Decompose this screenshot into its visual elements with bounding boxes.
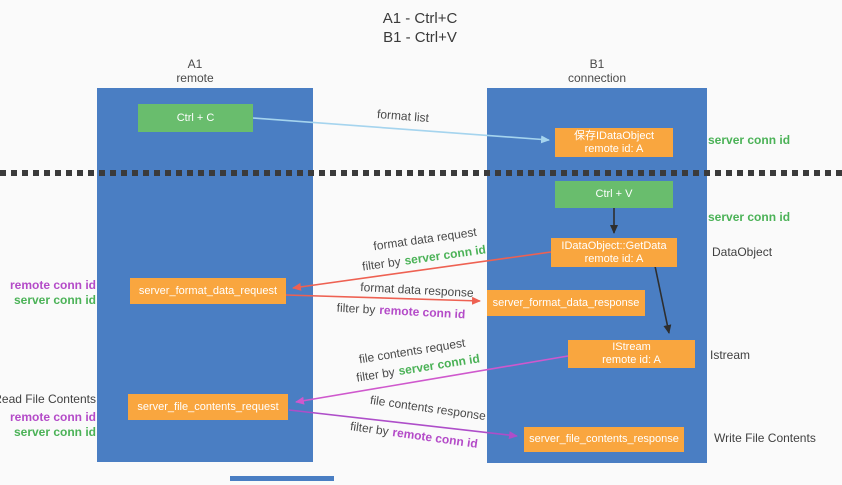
getdata-title: IDataObject::GetData (561, 239, 667, 252)
remote-conn-id-label-format: remote conn id (9, 278, 96, 292)
ctrl-v-label: Ctrl + V (595, 188, 633, 200)
dotted-separator-line (0, 170, 842, 176)
horizontal-scrollbar-thumb[interactable] (230, 476, 334, 481)
lane-b-role: connection (567, 71, 627, 85)
ctrl-c-box: Ctrl + C (138, 104, 253, 132)
lane-a-role: remote (176, 71, 214, 85)
server-file-contents-response-box: server_file_contents_response (524, 427, 684, 452)
server-format-data-request-box: server_format_data_request (130, 278, 286, 304)
format-conn-id-labels: remote conn id server conn id (10, 278, 96, 308)
lane-b-header: B1 connection (517, 57, 677, 85)
filter-by-text: filter by (355, 364, 396, 385)
write-file-contents-label: Write File Contents (714, 431, 816, 445)
filter-remote-conn-id: remote conn id (378, 302, 466, 322)
dataobject-label: DataObject (712, 245, 773, 259)
title-line-b1: B1 - Ctrl+V (383, 29, 457, 46)
save-dataobject-box: 保存IDataObject remote id: A (555, 128, 673, 157)
file-contents-response-label: file contents response (369, 392, 487, 424)
lane-a-header: A1 remote (115, 57, 275, 85)
ctrl-v-box: Ctrl + V (555, 181, 673, 208)
istream-remote-id: remote id: A (602, 354, 661, 366)
server-conn-id-label-mid: server conn id (708, 210, 791, 224)
getdata-box: IDataObject::GetData remote id: A (551, 238, 677, 267)
server-conn-id-label-format: server conn id (13, 293, 96, 307)
lane-a-name: A1 (187, 57, 203, 71)
server-format-data-response-box: server_format_data_response (487, 290, 645, 316)
save-dataobject-remote-id: remote id: A (584, 142, 644, 155)
filter-by-text: filter by (349, 419, 390, 439)
filter-by-text: filter by (361, 254, 402, 274)
read-file-contents-label: Read File Contents (0, 392, 96, 406)
server-format-data-request-label: server_format_data_request (138, 284, 278, 297)
server-file-contents-request-box: server_file_contents_request (128, 394, 288, 420)
remote-conn-id-label-file: remote conn id (9, 410, 96, 424)
diagram-title: A1 - Ctrl+C B1 - Ctrl+V (325, 9, 515, 47)
istream-side-label: Istream (710, 348, 751, 362)
ctrl-c-label: Ctrl + C (176, 111, 215, 124)
filter-remote-conn-id: remote conn id (391, 425, 479, 451)
getdata-remote-id: remote id: A (584, 252, 644, 265)
istream-box: IStream remote id: A (568, 340, 695, 368)
format-list-label: format list (376, 106, 430, 126)
format-data-response-label: format data response (360, 280, 474, 300)
server-format-data-response-label: server_format_data_response (492, 296, 640, 309)
file-conn-id-labels: Read File Contents remote conn id server… (0, 392, 96, 440)
server-conn-id-label-file: server conn id (13, 425, 96, 439)
server-conn-id-label-top: server conn id (708, 133, 791, 147)
save-dataobject-title: 保存IDataObject (573, 129, 655, 142)
server-file-contents-request-label: server_file_contents_request (137, 400, 279, 413)
istream-title: IStream (612, 341, 651, 353)
filter-by-text: filter by (336, 300, 376, 317)
lane-b-name: B1 (589, 57, 605, 71)
server-file-contents-response-label: server_file_contents_response (529, 433, 679, 445)
title-line-a1: A1 - Ctrl+C (382, 10, 458, 27)
